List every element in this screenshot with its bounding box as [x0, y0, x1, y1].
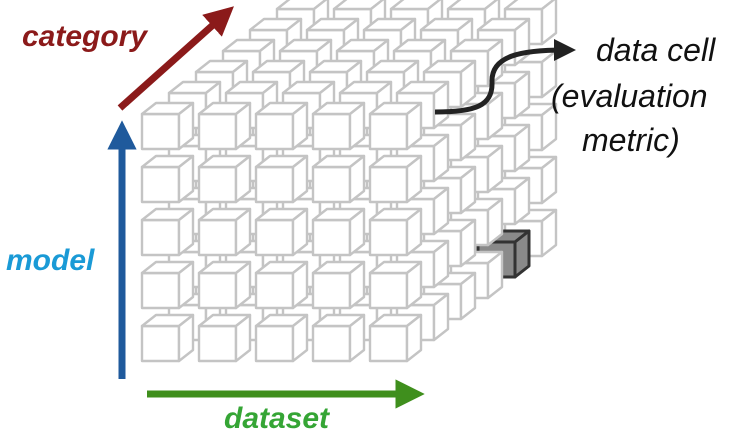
category-axis-label: category [22, 20, 148, 53]
grid-cube [368, 101, 423, 151]
grid-cube [368, 313, 423, 363]
grid-cube [140, 313, 195, 363]
grid-cube [368, 260, 423, 310]
cube-grid [140, 0, 558, 363]
grid-cube [311, 313, 366, 363]
grid-cube [140, 207, 195, 257]
grid-cube [197, 101, 252, 151]
data-cell-label: data cell [596, 32, 716, 68]
grid-cube [311, 260, 366, 310]
grid-cube [254, 260, 309, 310]
dataset-axis-label: dataset [224, 402, 330, 435]
grid-cube [368, 207, 423, 257]
grid-cube [311, 101, 366, 151]
grid-cube [254, 101, 309, 151]
grid-cube [197, 260, 252, 310]
grid-cube [254, 313, 309, 363]
evaluation-label: (evaluation [551, 78, 708, 114]
grid-cube [254, 207, 309, 257]
grid-cube [311, 207, 366, 257]
callout-arrow [434, 39, 577, 115]
grid-cube [197, 313, 252, 363]
grid-cube [140, 101, 195, 151]
grid-cube [254, 154, 309, 204]
metric-label: metric) [582, 122, 680, 158]
grid-cube [395, 80, 450, 130]
grid-cube [140, 260, 195, 310]
grid-cube [197, 207, 252, 257]
model-axis-label: model [6, 244, 95, 277]
grid-cube [368, 154, 423, 204]
grid-cube [311, 154, 366, 204]
grid-cube [197, 154, 252, 204]
grid-cube [140, 154, 195, 204]
category-axis-arrow [117, 6, 234, 111]
